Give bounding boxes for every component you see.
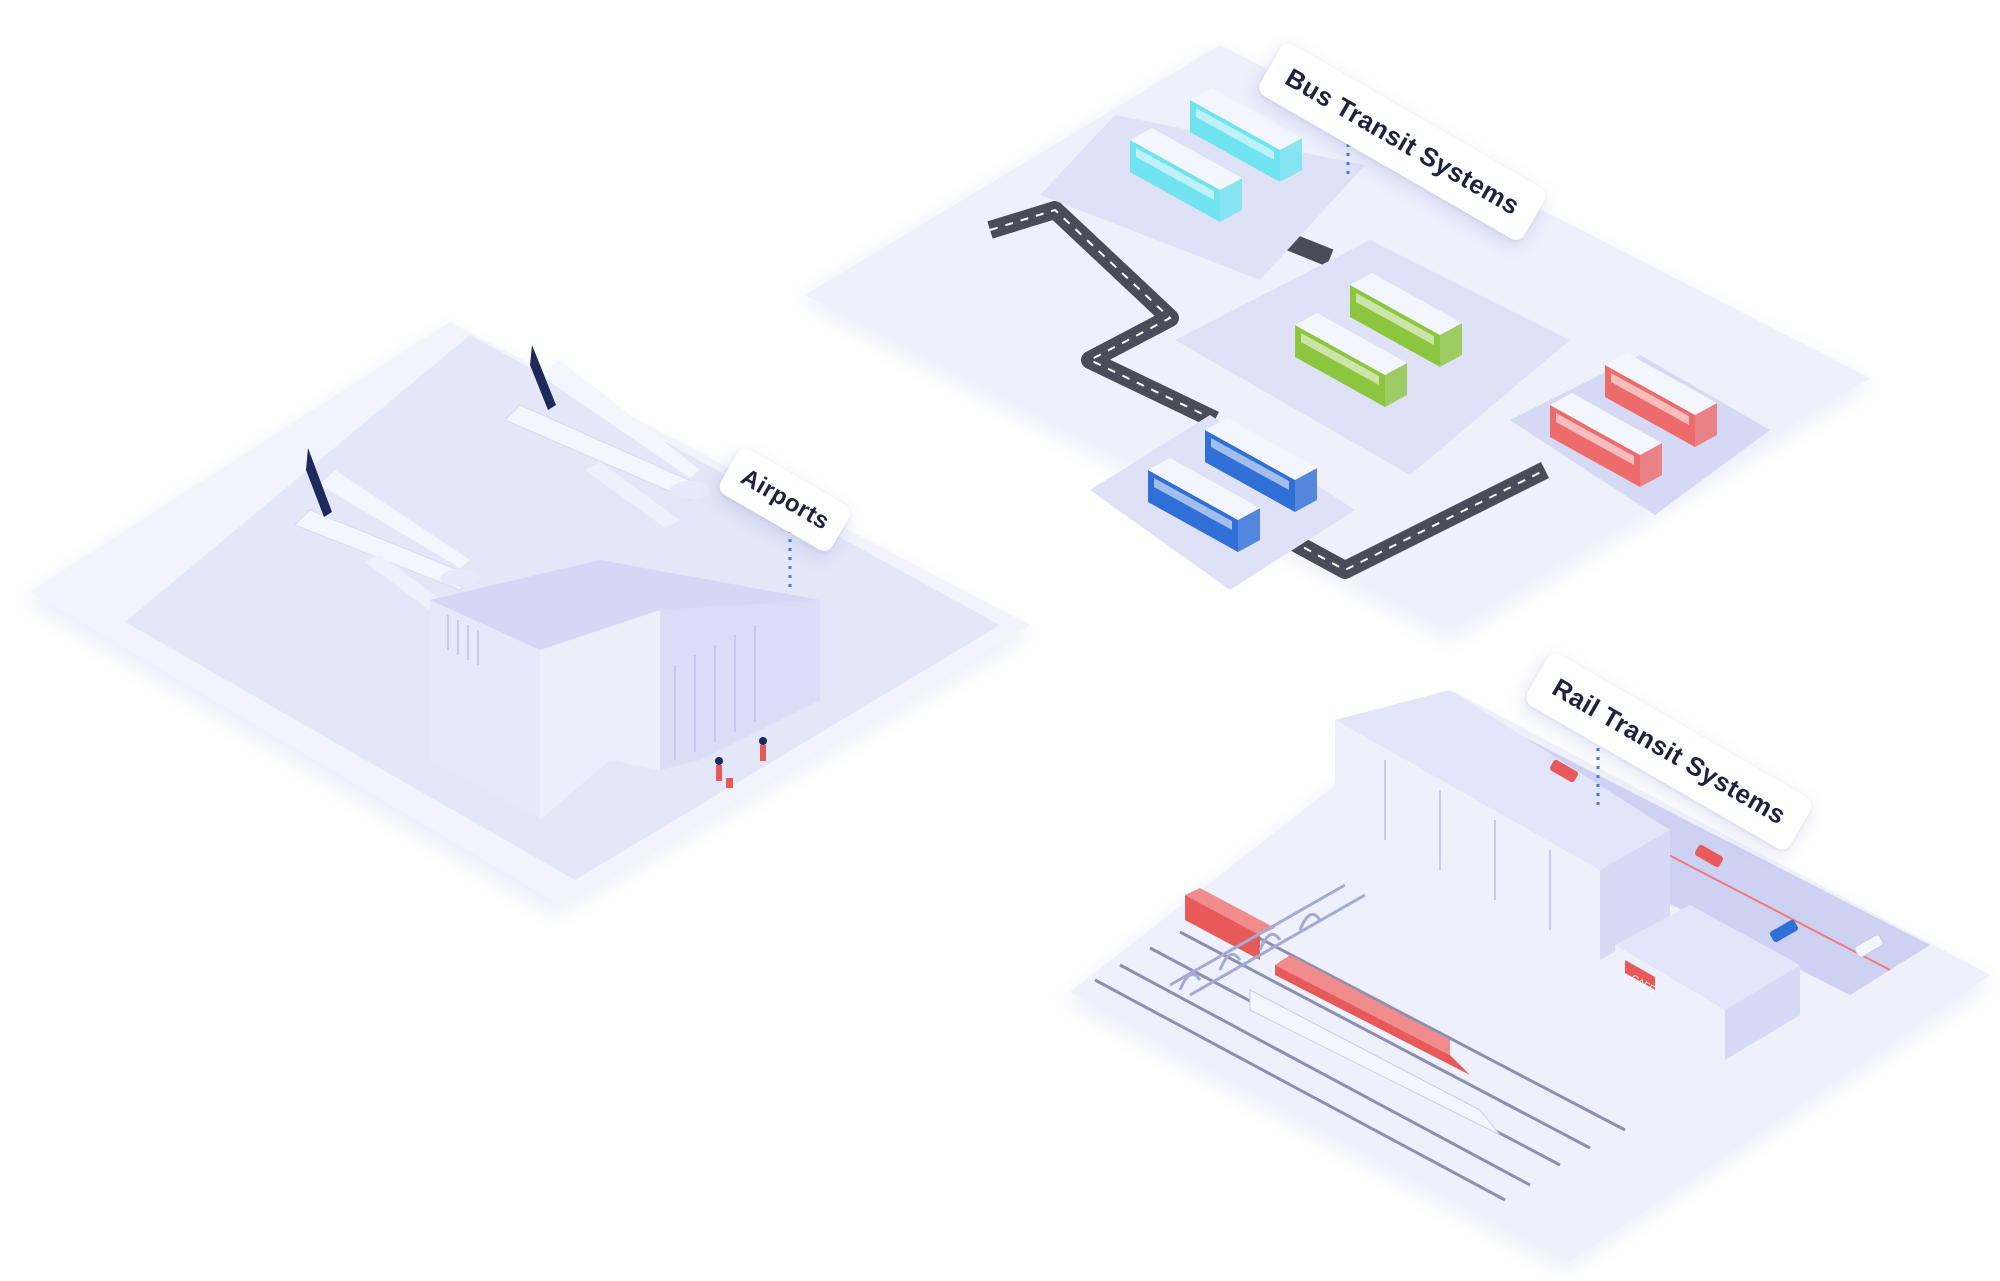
car-icon	[1769, 919, 1799, 943]
bus-icon	[1205, 418, 1317, 512]
airport-terminal	[430, 560, 820, 820]
rail-transit-platform: CAFE	[1065, 690, 1990, 1270]
car-icon	[1854, 934, 1884, 958]
bus-transit-platform	[800, 45, 1870, 640]
bus-icon	[1295, 313, 1407, 407]
rail-footbridge	[1169, 883, 1366, 997]
bus-icon	[1148, 458, 1260, 552]
person-icon	[759, 737, 767, 761]
airport-platform	[25, 322, 1030, 915]
bus-icon	[1350, 273, 1462, 367]
airplane-icon	[504, 345, 710, 528]
train-icon	[1275, 955, 1470, 1075]
bus-icon	[1190, 88, 1302, 182]
car-icon	[1549, 759, 1579, 783]
car-icon	[1694, 844, 1724, 868]
bus-icon	[1605, 353, 1717, 447]
person-icon	[715, 757, 733, 788]
train-icon	[1249, 989, 1501, 1136]
bus-icon	[1550, 393, 1662, 487]
cafe-building: CAFE	[1615, 905, 1800, 1060]
bus-icon	[1130, 128, 1242, 222]
airplane-icon	[294, 448, 480, 618]
